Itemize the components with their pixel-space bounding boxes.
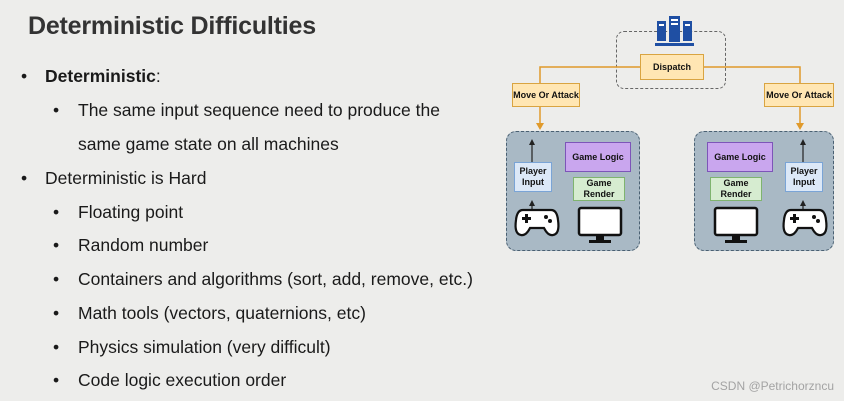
bullet-dot: • xyxy=(53,303,60,323)
gamepad-icon xyxy=(514,208,560,237)
bullet-dot: • xyxy=(53,370,60,390)
connector-lines xyxy=(536,66,804,130)
monitor-icon xyxy=(577,206,623,243)
bullet-dot: • xyxy=(53,100,60,120)
list-item: • Physics simulation (very difficult) xyxy=(53,336,331,358)
machine-right-lines xyxy=(800,139,806,209)
game-logic-left: Game Logic xyxy=(565,142,631,172)
list-item-text: Containers and algorithms (sort, add, re… xyxy=(78,269,473,289)
dispatch-box: Dispatch xyxy=(640,54,704,80)
list-item-text: Physics simulation (very difficult) xyxy=(78,337,331,357)
machine-right: Game Logic Game Render Player Input xyxy=(694,131,834,251)
move-or-attack-right: Move Or Attack xyxy=(764,83,834,107)
deterministic-label: Deterministic xyxy=(45,66,156,86)
list-item-text: Floating point xyxy=(78,202,184,222)
game-render-left: Game Render xyxy=(573,177,625,201)
hard-label: Deterministic is Hard xyxy=(45,168,207,188)
player-input-right: Player Input xyxy=(785,162,823,192)
player-input-left: Player Input xyxy=(514,162,552,192)
network-diagram: Dispatch Move Or Attack Move Or Attack P… xyxy=(500,10,844,260)
bullet-dot: • xyxy=(21,66,28,86)
list-item: • Math tools (vectors, quaternions, etc) xyxy=(53,302,366,324)
game-render-right: Game Render xyxy=(710,177,762,201)
gamepad-icon xyxy=(782,208,828,237)
list-item: • Random number xyxy=(53,234,209,256)
game-logic-right: Game Logic xyxy=(707,142,773,172)
sub1-line2: same game state on all machines xyxy=(78,134,339,154)
list-item-text: Code logic execution order xyxy=(78,370,287,390)
sub1-line1: The same input sequence need to produce … xyxy=(78,100,440,120)
move-or-attack-left: Move Or Attack xyxy=(512,83,580,107)
bullet-sub-1: • The same input sequence need to produc… xyxy=(53,99,440,121)
server-icon xyxy=(655,16,694,46)
deterministic-colon: : xyxy=(155,66,161,86)
monitor-icon xyxy=(713,206,759,243)
bullet-dot: • xyxy=(53,269,60,289)
bullet-sub-1-cont: same game state on all machines xyxy=(78,133,339,155)
bullet-list: • Deterministic: • The same input sequen… xyxy=(21,65,473,391)
bullet-dot: • xyxy=(53,202,60,222)
list-item-text: Math tools (vectors, quaternions, etc) xyxy=(78,303,366,323)
bullet-dot: • xyxy=(53,337,60,357)
machine-left: Player Input Game Logic Game Render xyxy=(506,131,640,251)
list-item-text: Random number xyxy=(78,235,209,255)
list-item: • Containers and algorithms (sort, add, … xyxy=(53,268,473,290)
bullet-hard: • Deterministic is Hard xyxy=(21,167,207,189)
slide-title: Deterministic Difficulties xyxy=(28,12,316,40)
list-item: • Code logic execution order xyxy=(53,369,287,391)
bullet-dot: • xyxy=(53,235,60,255)
bullet-dot: • xyxy=(21,168,28,188)
bullet-deterministic: • Deterministic: xyxy=(21,65,161,87)
watermark: CSDN @Petrichorzncu xyxy=(711,379,834,393)
list-item: • Floating point xyxy=(53,201,184,223)
